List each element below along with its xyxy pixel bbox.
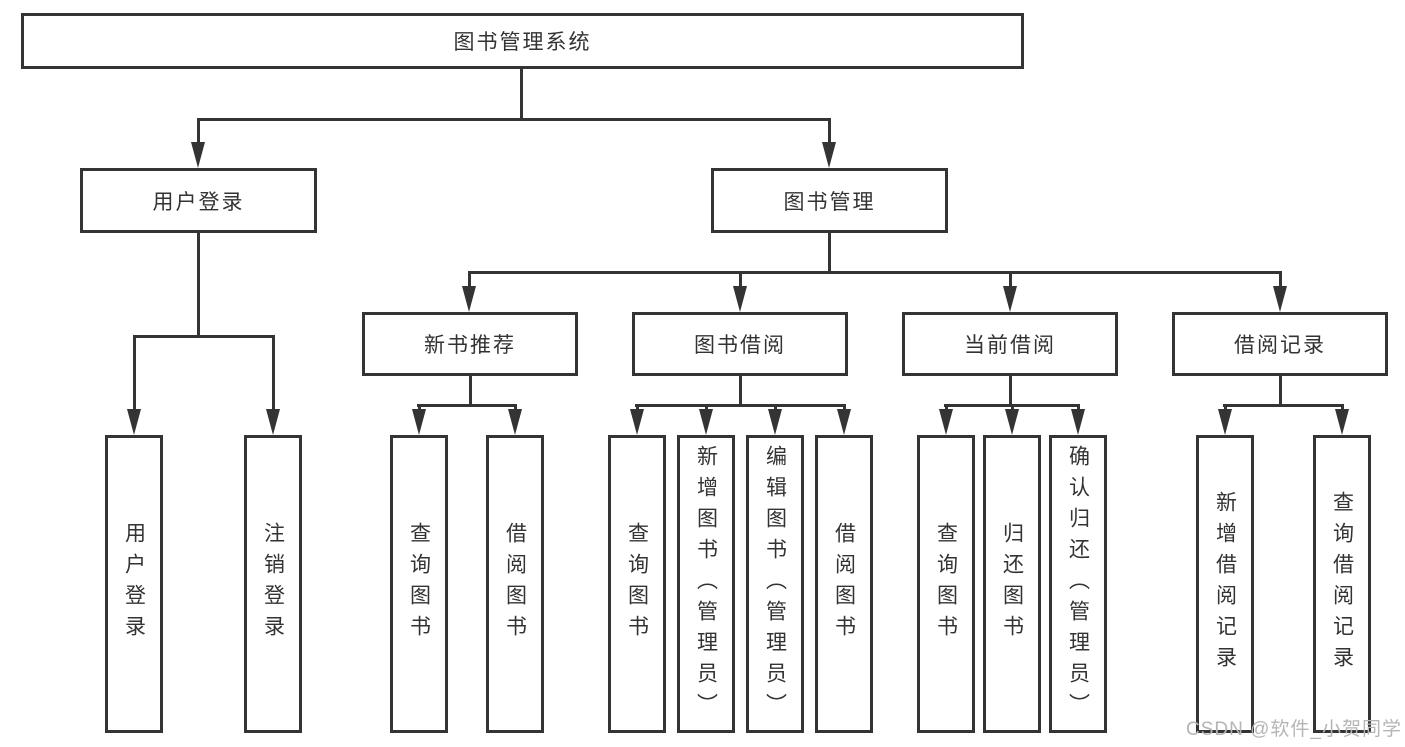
- connector-bookmgmt-stem-3: [1009, 273, 1012, 289]
- connector-root-stem-left: [197, 120, 200, 145]
- node-book-management: 图书管理: [711, 168, 948, 233]
- node-new-book-recommend: 新书推荐: [362, 312, 578, 376]
- connector-record-branch: [1223, 404, 1344, 407]
- connector-userlogin-branch: [133, 335, 275, 338]
- leaf-add-borrow-record: 新增借阅记录: [1196, 435, 1254, 733]
- arrow-down-icon: [462, 286, 476, 312]
- leaf-query-books-borrow: 查询图书: [608, 435, 666, 733]
- arrow-down-icon: [127, 409, 141, 435]
- connector-bookmgmt-branch: [468, 271, 1282, 274]
- leaf-query-books-current: 查询图书: [917, 435, 975, 733]
- connector-record-trunk: [1279, 376, 1282, 407]
- node-user-login-label: 用户登录: [152, 190, 245, 214]
- leaf-logout: 注销登录: [244, 435, 302, 733]
- arrow-down-icon: [508, 409, 522, 435]
- leaf-borrow-books-recommend: 借阅图书: [486, 435, 544, 733]
- leaf-borrow-books-recommend-label: 借阅图书: [503, 522, 527, 646]
- connector-root-stem-right: [828, 120, 831, 145]
- connector-bookmgmt-stem-4: [1279, 273, 1282, 289]
- leaf-query-books-recommend: 查询图书: [390, 435, 448, 733]
- leaf-query-books-borrow-label: 查询图书: [625, 522, 649, 646]
- leaf-user-login: 用户登录: [105, 435, 163, 733]
- arrow-down-icon: [1335, 409, 1349, 435]
- arrow-down-icon: [1218, 409, 1232, 435]
- leaf-return-books-label: 归还图书: [1000, 522, 1024, 646]
- node-book-management-label: 图书管理: [783, 190, 876, 214]
- node-user-login: 用户登录: [80, 168, 317, 233]
- arrow-down-icon: [1003, 286, 1017, 312]
- connector-recommend-trunk: [469, 376, 472, 407]
- node-book-borrow: 图书借阅: [632, 312, 848, 376]
- csdn-watermark: CSDN @软件_小贺同学: [1186, 719, 1402, 740]
- connector-bookmgmt-trunk: [828, 233, 831, 274]
- connector-userlogin-stem-1: [133, 337, 136, 412]
- leaf-logout-label: 注销登录: [261, 522, 285, 646]
- arrow-down-icon: [266, 409, 280, 435]
- connector-recommend-branch: [417, 404, 517, 407]
- connector-root-trunk: [520, 68, 523, 121]
- leaf-borrow-books-label: 借阅图书: [832, 522, 856, 646]
- node-current-borrow: 当前借阅: [902, 312, 1118, 376]
- connector-userlogin-stem-2: [272, 337, 275, 412]
- leaf-confirm-return-admin-label: 确认归还（管理员）: [1066, 444, 1090, 724]
- arrow-down-icon: [191, 142, 205, 168]
- node-borrow-record-label: 借阅记录: [1234, 334, 1326, 357]
- connector-borrow-branch: [635, 404, 846, 407]
- arrow-down-icon: [1005, 409, 1019, 435]
- leaf-return-books: 归还图书: [983, 435, 1041, 733]
- connector-borrow-trunk: [739, 376, 742, 407]
- arrow-down-icon: [699, 409, 713, 435]
- leaf-query-borrow-record: 查询借阅记录: [1313, 435, 1371, 733]
- arrow-down-icon: [1071, 409, 1085, 435]
- node-current-borrow-label: 当前借阅: [964, 334, 1056, 357]
- leaf-borrow-books: 借阅图书: [815, 435, 873, 733]
- node-book-borrow-label: 图书借阅: [694, 334, 786, 357]
- arrow-down-icon: [837, 409, 851, 435]
- arrow-down-icon: [733, 286, 747, 312]
- arrow-down-icon: [412, 409, 426, 435]
- node-root: 图书管理系统: [21, 13, 1024, 69]
- leaf-add-borrow-record-label: 新增借阅记录: [1213, 491, 1237, 677]
- connector-bookmgmt-stem-1: [468, 273, 471, 289]
- connector-bookmgmt-stem-2: [739, 273, 742, 289]
- arrow-down-icon: [630, 409, 644, 435]
- connector-root-branch: [197, 118, 831, 121]
- leaf-query-books-current-label: 查询图书: [934, 522, 958, 646]
- leaf-add-books-admin-label: 新增图书（管理员）: [694, 444, 718, 724]
- leaf-edit-books-admin-label: 编辑图书（管理员）: [763, 444, 787, 724]
- connector-current-trunk: [1009, 376, 1012, 407]
- node-borrow-record: 借阅记录: [1172, 312, 1388, 376]
- leaf-user-login-label: 用户登录: [122, 522, 146, 646]
- leaf-edit-books-admin: 编辑图书（管理员）: [746, 435, 804, 733]
- leaf-confirm-return-admin: 确认归还（管理员）: [1049, 435, 1107, 733]
- node-new-book-recommend-label: 新书推荐: [424, 334, 516, 357]
- connector-userlogin-trunk: [197, 233, 200, 338]
- arrow-down-icon: [768, 409, 782, 435]
- arrow-down-icon: [1273, 286, 1287, 312]
- leaf-add-books-admin: 新增图书（管理员）: [677, 435, 735, 733]
- node-root-label: 图书管理系统: [453, 31, 592, 54]
- arrow-down-icon: [822, 142, 836, 168]
- leaf-query-borrow-record-label: 查询借阅记录: [1330, 491, 1354, 677]
- connector-current-branch: [944, 404, 1080, 407]
- arrow-down-icon: [939, 409, 953, 435]
- leaf-query-books-recommend-label: 查询图书: [407, 522, 431, 646]
